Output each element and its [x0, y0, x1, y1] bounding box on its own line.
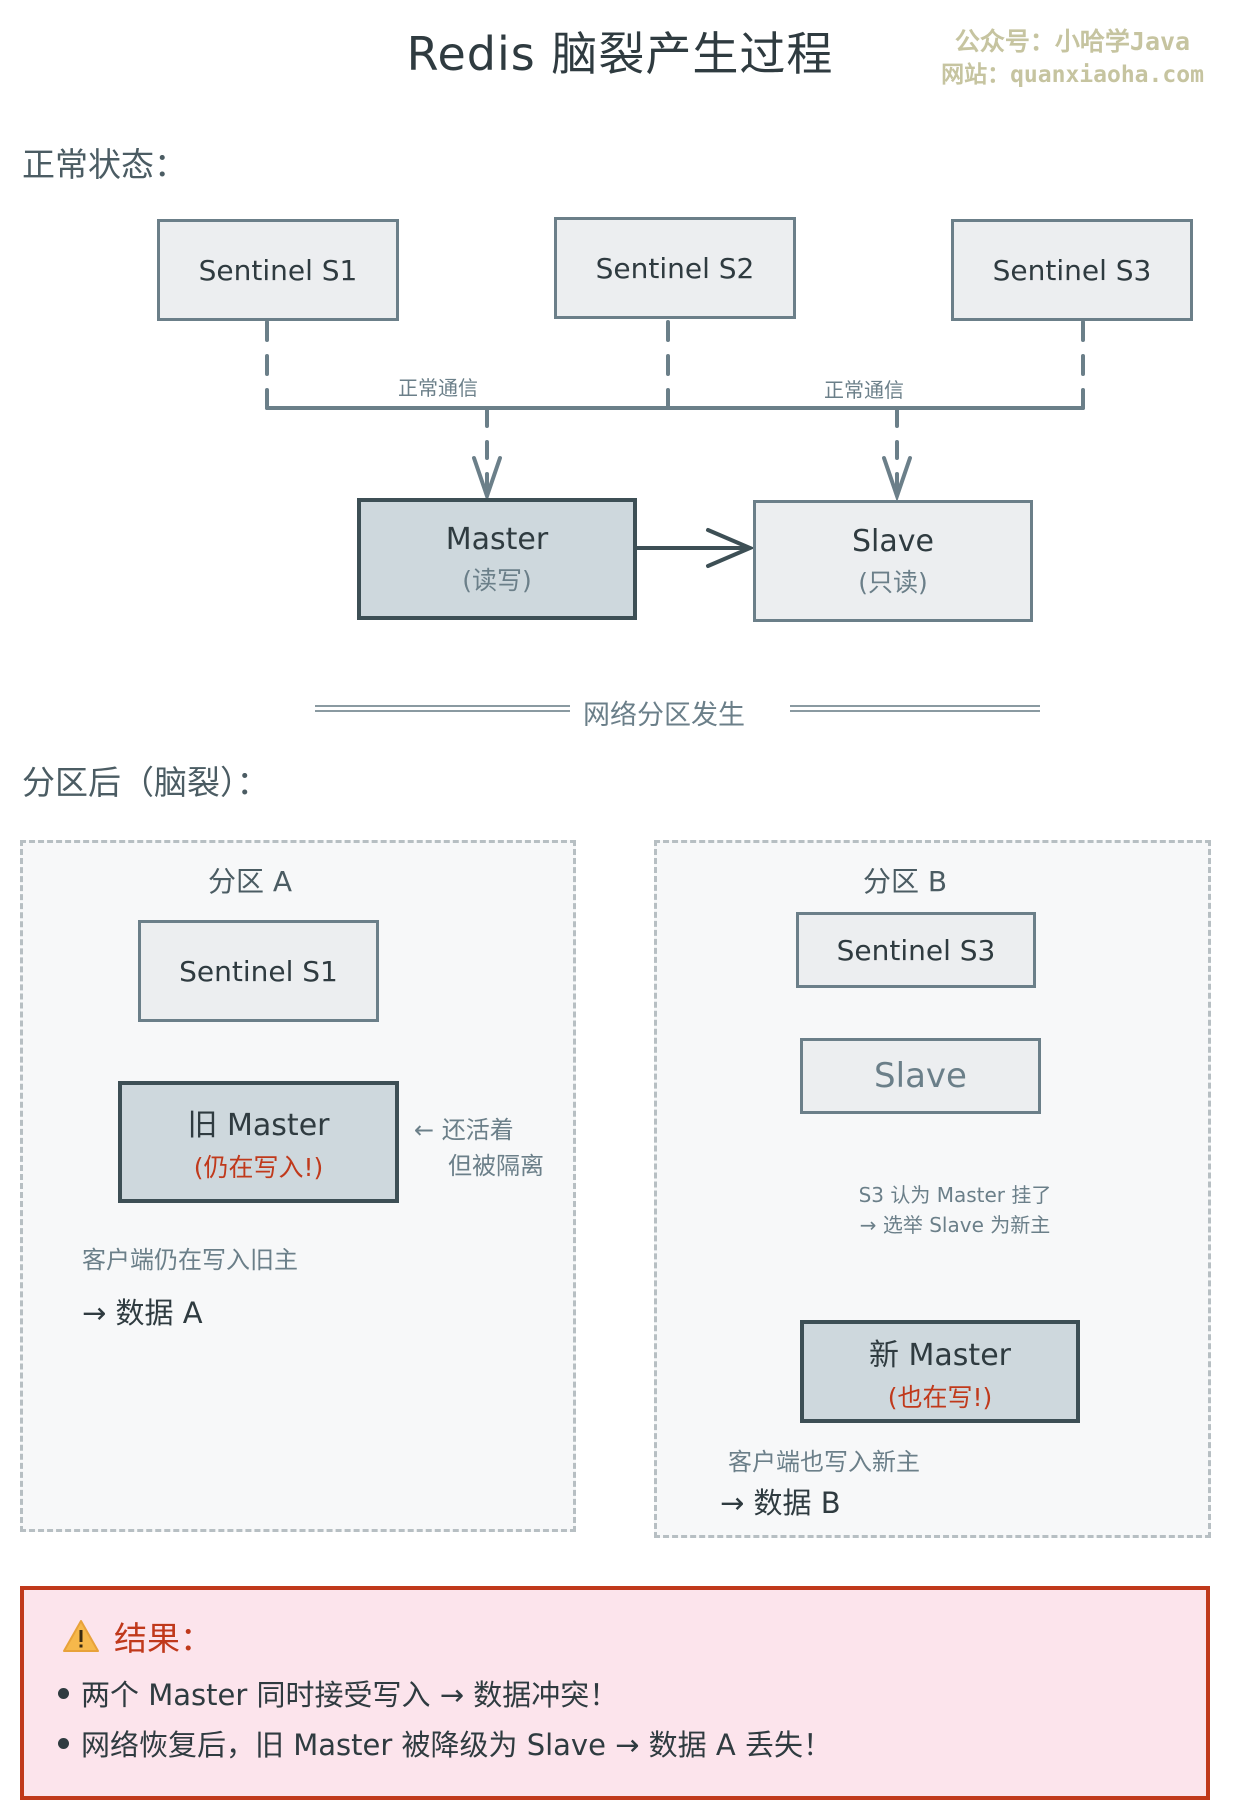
partition-b-title: 分区 B — [862, 865, 948, 898]
slave-role: (只读) — [858, 567, 928, 597]
election-note: S3 认为 Master 挂了 → 选举 Slave 为新主 — [780, 1180, 1130, 1240]
partition-b-sentinel-label: Sentinel S3 — [836, 933, 996, 967]
sentinel-s2-box: Sentinel S2 — [554, 217, 796, 319]
master-label: Master — [445, 521, 549, 557]
result-bullet-1-text: 两个 Master 同时接受写入 → 数据冲突！ — [81, 1678, 619, 1712]
partition-a-sentinel-label: Sentinel S1 — [179, 954, 338, 988]
old-master-note-line2: 但被隔离 — [448, 1152, 544, 1180]
arrow-head-master — [472, 456, 502, 503]
result-bullet-2: 网络恢复后，旧 Master 被降级为 Slave → 数据 A 丢失！ — [58, 1722, 832, 1764]
diagram-title: Redis 脑裂产生过程 — [406, 27, 834, 81]
election-note-line2: → 选举 Slave 为新主 — [859, 1213, 1051, 1237]
sentinel-s3-box: Sentinel S3 — [951, 219, 1193, 321]
partition-a-data: → 数据 A — [82, 1296, 203, 1330]
bullet-dot — [58, 1687, 69, 1699]
sentinel-s3-label: Sentinel S3 — [992, 253, 1152, 287]
partition-b-data: → 数据 B — [720, 1486, 841, 1520]
result-title: 结果： — [114, 1619, 213, 1658]
slave-label: Slave — [852, 523, 934, 559]
warning-icon — [63, 1620, 99, 1652]
partition-b-sentinel-box: Sentinel S3 — [796, 912, 1036, 988]
partition-b-slave-box: Slave — [800, 1038, 1041, 1114]
result-heading: 结果： — [62, 1612, 213, 1660]
sentinel-s1-label: Sentinel S1 — [198, 253, 358, 287]
old-master-box: 旧 Master (仍在写入!) — [118, 1081, 399, 1203]
watermark-wechat: 公众号：小哈学Java — [954, 27, 1191, 56]
old-master-label: 旧 Master — [187, 1108, 330, 1143]
new-master-status: (也在写!) — [887, 1382, 993, 1412]
link-label-left: 正常通信 — [398, 376, 478, 400]
partition-a-sentinel-box: Sentinel S1 — [138, 920, 379, 1022]
old-master-status: (仍在写入!) — [193, 1153, 324, 1182]
result-bullet-1: 两个 Master 同时接受写入 → 数据冲突！ — [58, 1672, 618, 1714]
bullet-dot — [58, 1737, 69, 1749]
separator-label: 网络分区发生 — [583, 700, 745, 731]
slave-box: Slave (只读) — [753, 500, 1033, 622]
normal-state-heading: 正常状态： — [22, 145, 187, 184]
sentinel-s2-label: Sentinel S2 — [595, 251, 755, 285]
new-master-label: 新 Master — [869, 1337, 1011, 1373]
arrow-head-slave — [882, 456, 912, 503]
old-master-note-line1: ← 还活着 — [414, 1116, 514, 1144]
partition-b-client-note: 客户端也写入新主 — [728, 1448, 920, 1476]
result-panel — [20, 1586, 1210, 1800]
partition-a-client-note: 客户端仍在写入旧主 — [82, 1246, 298, 1274]
sentinel-s1-box: Sentinel S1 — [157, 219, 399, 321]
master-box: Master (读写) — [357, 498, 637, 620]
partition-b-slave-label: Slave — [874, 1056, 967, 1096]
link-label-right: 正常通信 — [824, 378, 904, 402]
partition-a-title: 分区 A — [207, 865, 293, 898]
replication-arrow-head — [706, 528, 756, 568]
result-bullet-2-text: 网络恢复后，旧 Master 被降级为 Slave → 数据 A 丢失！ — [81, 1728, 832, 1762]
watermark-website: 网站：quanxiaoha.com — [941, 62, 1204, 88]
election-note-line1: S3 认为 Master 挂了 — [858, 1183, 1052, 1207]
master-role: (读写) — [462, 565, 532, 595]
new-master-box: 新 Master (也在写!) — [800, 1320, 1080, 1423]
split-brain-heading: 分区后（脑裂）： — [22, 763, 270, 802]
